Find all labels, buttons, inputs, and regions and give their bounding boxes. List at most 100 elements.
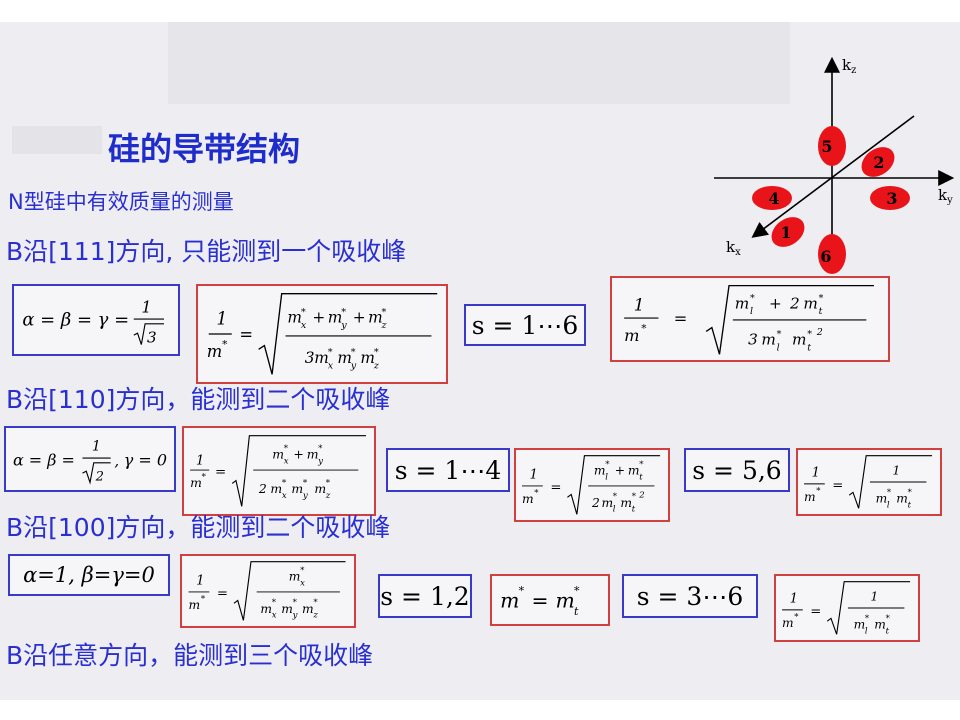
svg-text:1: 1 [196, 453, 205, 468]
svg-text:1: 1 [812, 465, 820, 480]
svg-text:t: t [574, 605, 579, 618]
svg-text:y: y [340, 320, 347, 331]
svg-text:kx: kx [726, 238, 741, 258]
svg-text:=: = [215, 465, 226, 480]
formula-110-result2: 1 m* = 1 m*l m*t [796, 448, 942, 516]
formula-100-s1: s = 1,2 [378, 574, 472, 618]
svg-text:m: m [337, 349, 352, 367]
svg-text:*: * [816, 485, 821, 495]
svg-text:m: m [735, 295, 749, 313]
svg-text:+: + [312, 308, 325, 326]
svg-text:3: 3 [748, 331, 758, 349]
svg-text:m: m [803, 295, 817, 313]
svg-text:1: 1 [780, 223, 791, 242]
svg-text:m: m [804, 490, 816, 504]
svg-text:5: 5 [821, 137, 832, 156]
svg-text:l: l [887, 499, 890, 509]
svg-text:*: * [202, 473, 207, 483]
svg-text:*: * [777, 329, 782, 340]
svg-text:*: * [326, 478, 331, 488]
svg-text:x: x [284, 456, 289, 466]
svg-text:m: m [287, 308, 302, 326]
blurred-region [168, 22, 790, 104]
svg-text:*: * [318, 444, 323, 454]
svg-text:t: t [819, 306, 823, 317]
svg-text:x: x [300, 578, 305, 588]
svg-text:m: m [522, 492, 534, 506]
svg-text:3: 3 [305, 349, 315, 367]
svg-text:m: m [281, 602, 293, 616]
svg-text:t: t [807, 342, 811, 353]
valley-6 [818, 234, 846, 274]
svg-text:*: * [794, 611, 799, 621]
svg-text:*: * [605, 460, 610, 470]
svg-text:2: 2 [638, 490, 644, 500]
svg-text:,: , [114, 452, 119, 470]
valley-4 [752, 186, 792, 210]
svg-text:*: * [300, 566, 305, 576]
formula-110-s1: s = 1⋯4 [386, 448, 510, 492]
heading-111: B沿[111]方向, 只能测到一个吸收峰 [6, 237, 407, 266]
heading-100: B沿[100]方向，能测到二个吸收峰 [6, 513, 391, 542]
svg-text:*: * [519, 584, 525, 597]
svg-text:*: * [908, 487, 913, 497]
svg-text:m: m [792, 331, 806, 349]
svg-text:4: 4 [768, 189, 779, 208]
svg-text:3: 3 [147, 329, 157, 347]
svg-text:m: m [189, 598, 201, 612]
svg-text:m: m [624, 326, 639, 345]
svg-text:m: m [556, 588, 575, 612]
svg-text:y: y [292, 610, 298, 620]
svg-text:x: x [282, 491, 287, 501]
svg-text:2: 2 [873, 153, 884, 172]
svg-text:m: m [291, 481, 303, 496]
svg-text:*: * [887, 487, 892, 497]
svg-text:z: z [373, 361, 380, 372]
valley-1 [771, 217, 805, 247]
kz-label: k [842, 56, 852, 74]
svg-text:m: m [874, 618, 886, 632]
svg-text:m: m [761, 331, 775, 349]
svg-text:*: * [374, 347, 379, 358]
svg-text:m: m [368, 308, 383, 326]
svg-text:*: * [293, 598, 298, 608]
svg-text:2: 2 [591, 496, 600, 510]
svg-text:*: * [382, 307, 387, 318]
valley-5 [818, 126, 846, 166]
valley-2 [861, 147, 895, 177]
svg-text:m: m [500, 588, 519, 612]
svg-text:*: * [807, 329, 812, 340]
svg-text:m: m [594, 464, 606, 478]
subtitle: N型硅中有效质量的测量 [8, 190, 234, 214]
svg-text:3: 3 [886, 189, 897, 208]
svg-text:1: 1 [92, 439, 101, 455]
svg-text:t: t [886, 625, 890, 635]
svg-text:1: 1 [216, 309, 227, 329]
svg-text:m: m [270, 481, 282, 496]
svg-text:z: z [381, 320, 388, 331]
svg-text:*: * [222, 338, 228, 350]
svg-text:m: m [620, 496, 632, 510]
svg-text:m: m [328, 308, 343, 326]
svg-text:2: 2 [95, 470, 104, 485]
formula-100-s2: s = 3⋯6 [622, 574, 758, 618]
ky-label: k [938, 186, 948, 204]
svg-text:l: l [750, 306, 753, 317]
svg-text:=: = [217, 587, 228, 602]
formula-111-angles: α = β = γ = 1 3 [12, 284, 180, 356]
svg-text:*: * [632, 492, 637, 502]
svg-text:*: * [272, 598, 277, 608]
svg-text:*: * [301, 307, 306, 318]
svg-text:z: z [325, 491, 331, 501]
svg-text:m: m [782, 616, 794, 630]
svg-text:t: t [632, 504, 636, 514]
svg-text:α = β =: α = β = [13, 451, 75, 470]
svg-text:l: l [613, 504, 616, 514]
conduction-band-diagram: kz ky kx 5 6 4 3 2 1 [714, 56, 955, 274]
svg-text:=: = [810, 605, 821, 620]
svg-text:=: = [832, 479, 843, 494]
svg-text:m: m [628, 464, 640, 478]
svg-text:γ = 0: γ = 0 [124, 451, 167, 470]
svg-text:m: m [601, 496, 613, 510]
formula-110-s2: s = 5,6 [684, 448, 790, 492]
